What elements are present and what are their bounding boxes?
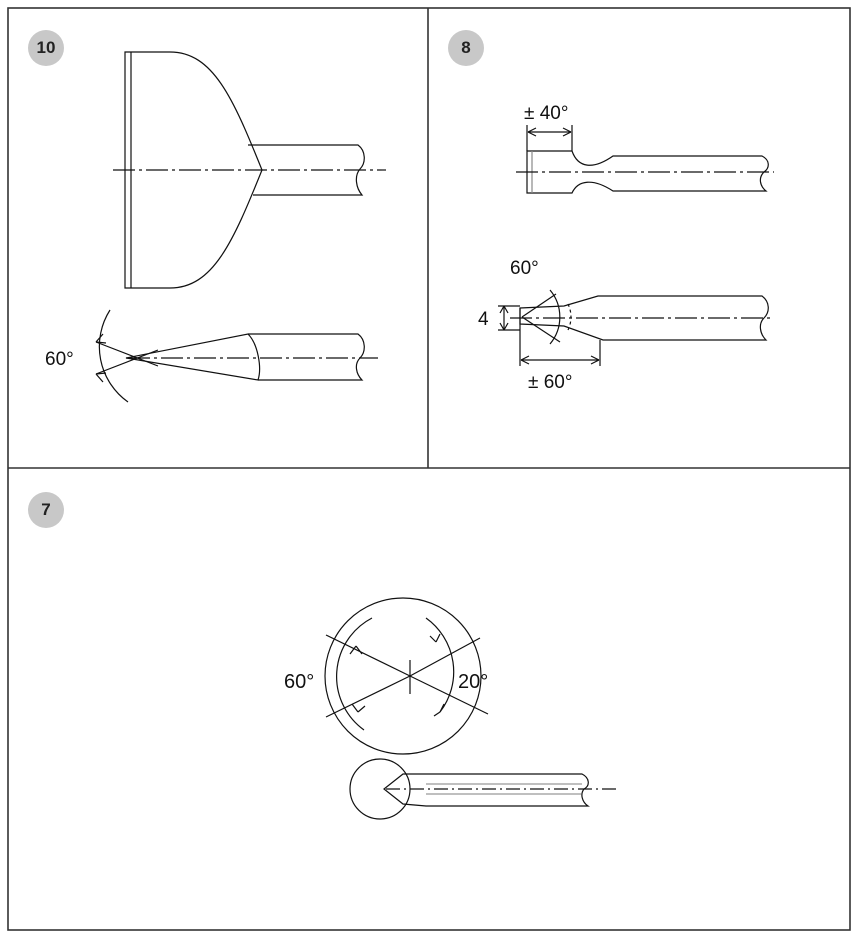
arrow-60-upper-icon [349,645,363,655]
panel-narrow-chisel: 8 ± 40° 60 [428,8,850,468]
angle-label-bottom: ± 60° [528,372,572,393]
arrow-60-lower-icon [351,703,366,713]
tip-line-lower [325,675,411,718]
narrow-chisel-drawing: ± 40° 60° 4 ± 60° [478,103,774,393]
arrow-upper-icon [95,333,107,344]
chisel-side-view [519,295,769,341]
tip-arc-dashed [567,303,572,331]
panel-number-badge: 10 [28,30,64,66]
arrow-lower-icon [95,372,107,383]
angle-arc-20 [425,617,455,713]
dim-arrows-icon [527,127,572,137]
panel-flat-chisel: 10 60° [8,8,428,468]
angle-leg-lower [95,349,159,375]
detail-marker-circle [349,758,411,820]
face-line-upper [409,637,481,677]
angle-arc [98,309,129,403]
arrow-20-upper-icon [429,633,441,643]
flat-chisel-drawing: 60° [45,51,386,403]
shank-side-view [248,333,365,381]
tip-line-upper [325,634,411,677]
angle-label-top: ± 40° [524,103,568,124]
dim60-arrows-icon [520,355,600,365]
angle-arc-60 [549,289,561,345]
arrow-20-lower-icon [433,703,445,717]
angle-label: 60° [45,349,74,370]
angle-arc-60 [336,617,373,731]
angle-label-left: 60° [284,671,314,693]
face-line-lower [409,675,489,715]
dimension-label: 4 [478,309,489,330]
panel-number-badge: 7 [28,492,64,528]
pointed-chisel-body [383,773,590,807]
outer-border [7,7,851,931]
angle-leg-upper [95,341,159,367]
shank-top-view [248,144,365,196]
pointed-chisel-drawing: 60° 20° [284,597,620,820]
angle-label-right: 20° [458,671,488,693]
angle-leg-upper [521,293,557,318]
chisel-side-view [125,333,261,381]
panel-pointed-chisel: 7 60° 20° [8,468,850,930]
panel-number-badge: 8 [448,30,484,66]
angle-label-tip: 60° [510,258,539,279]
detail-circle [324,597,482,755]
dim4-arrows-icon [499,305,509,331]
